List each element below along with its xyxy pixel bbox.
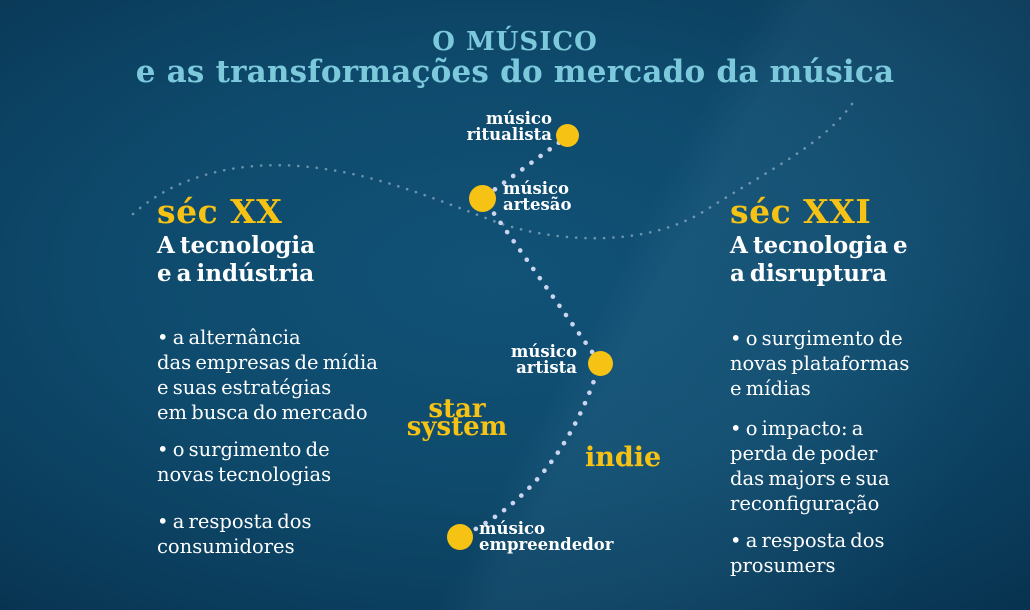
node-dot-empreendedor bbox=[447, 524, 473, 550]
sec-xx-subtitle: A tecnologia e a indústria bbox=[157, 232, 315, 287]
node-dot-artesao bbox=[469, 185, 496, 212]
title-line-2: e as transformações do mercado da música bbox=[135, 54, 895, 90]
node-dot-artista bbox=[588, 351, 613, 376]
sec-xxi-bullet-1: • o surgimento de novas plataformas e mí… bbox=[730, 327, 910, 400]
sec-xxi-bullet-2: • o impacto: a perda de poder das majors… bbox=[730, 417, 890, 515]
node-label-empreendedor: músico empreendedor bbox=[479, 519, 614, 554]
sec-xxi-subtitle: A tecnologia e a disruptura bbox=[730, 232, 908, 287]
node-dot-ritualista bbox=[556, 124, 579, 147]
node-label-artesao: músico artesão bbox=[503, 179, 572, 214]
sec-xxi-heading: séc XXI bbox=[730, 192, 872, 231]
sec-xx-bullet-3: • a resposta dos consumidores bbox=[157, 510, 312, 558]
sec-xx-bullet-1: • a alternância das empresas de mídia e … bbox=[157, 326, 378, 424]
sec-xxi-panel: séc XXI A tecnologia e a disruptura • o … bbox=[730, 194, 1002, 578]
sec-xx-heading: séc XX bbox=[157, 192, 283, 231]
sec-xxi-bullet-3: • a resposta dos prosumers bbox=[730, 529, 885, 577]
sec-xx-panel: séc XX A tecnologia e a indústria • a al… bbox=[157, 194, 419, 559]
page-title: O MÚSICO e as transformações do mercado … bbox=[0, 28, 1030, 89]
indie-label: indie bbox=[585, 442, 662, 473]
star-system-label: star system bbox=[406, 394, 508, 442]
sec-xx-bullet-2: • o surgimento de novas tecnologias bbox=[157, 438, 332, 486]
node-label-ritualista: músico ritualista bbox=[466, 109, 552, 144]
title-line-1: O MÚSICO bbox=[432, 27, 598, 57]
node-label-artista: músico artista bbox=[510, 342, 577, 377]
